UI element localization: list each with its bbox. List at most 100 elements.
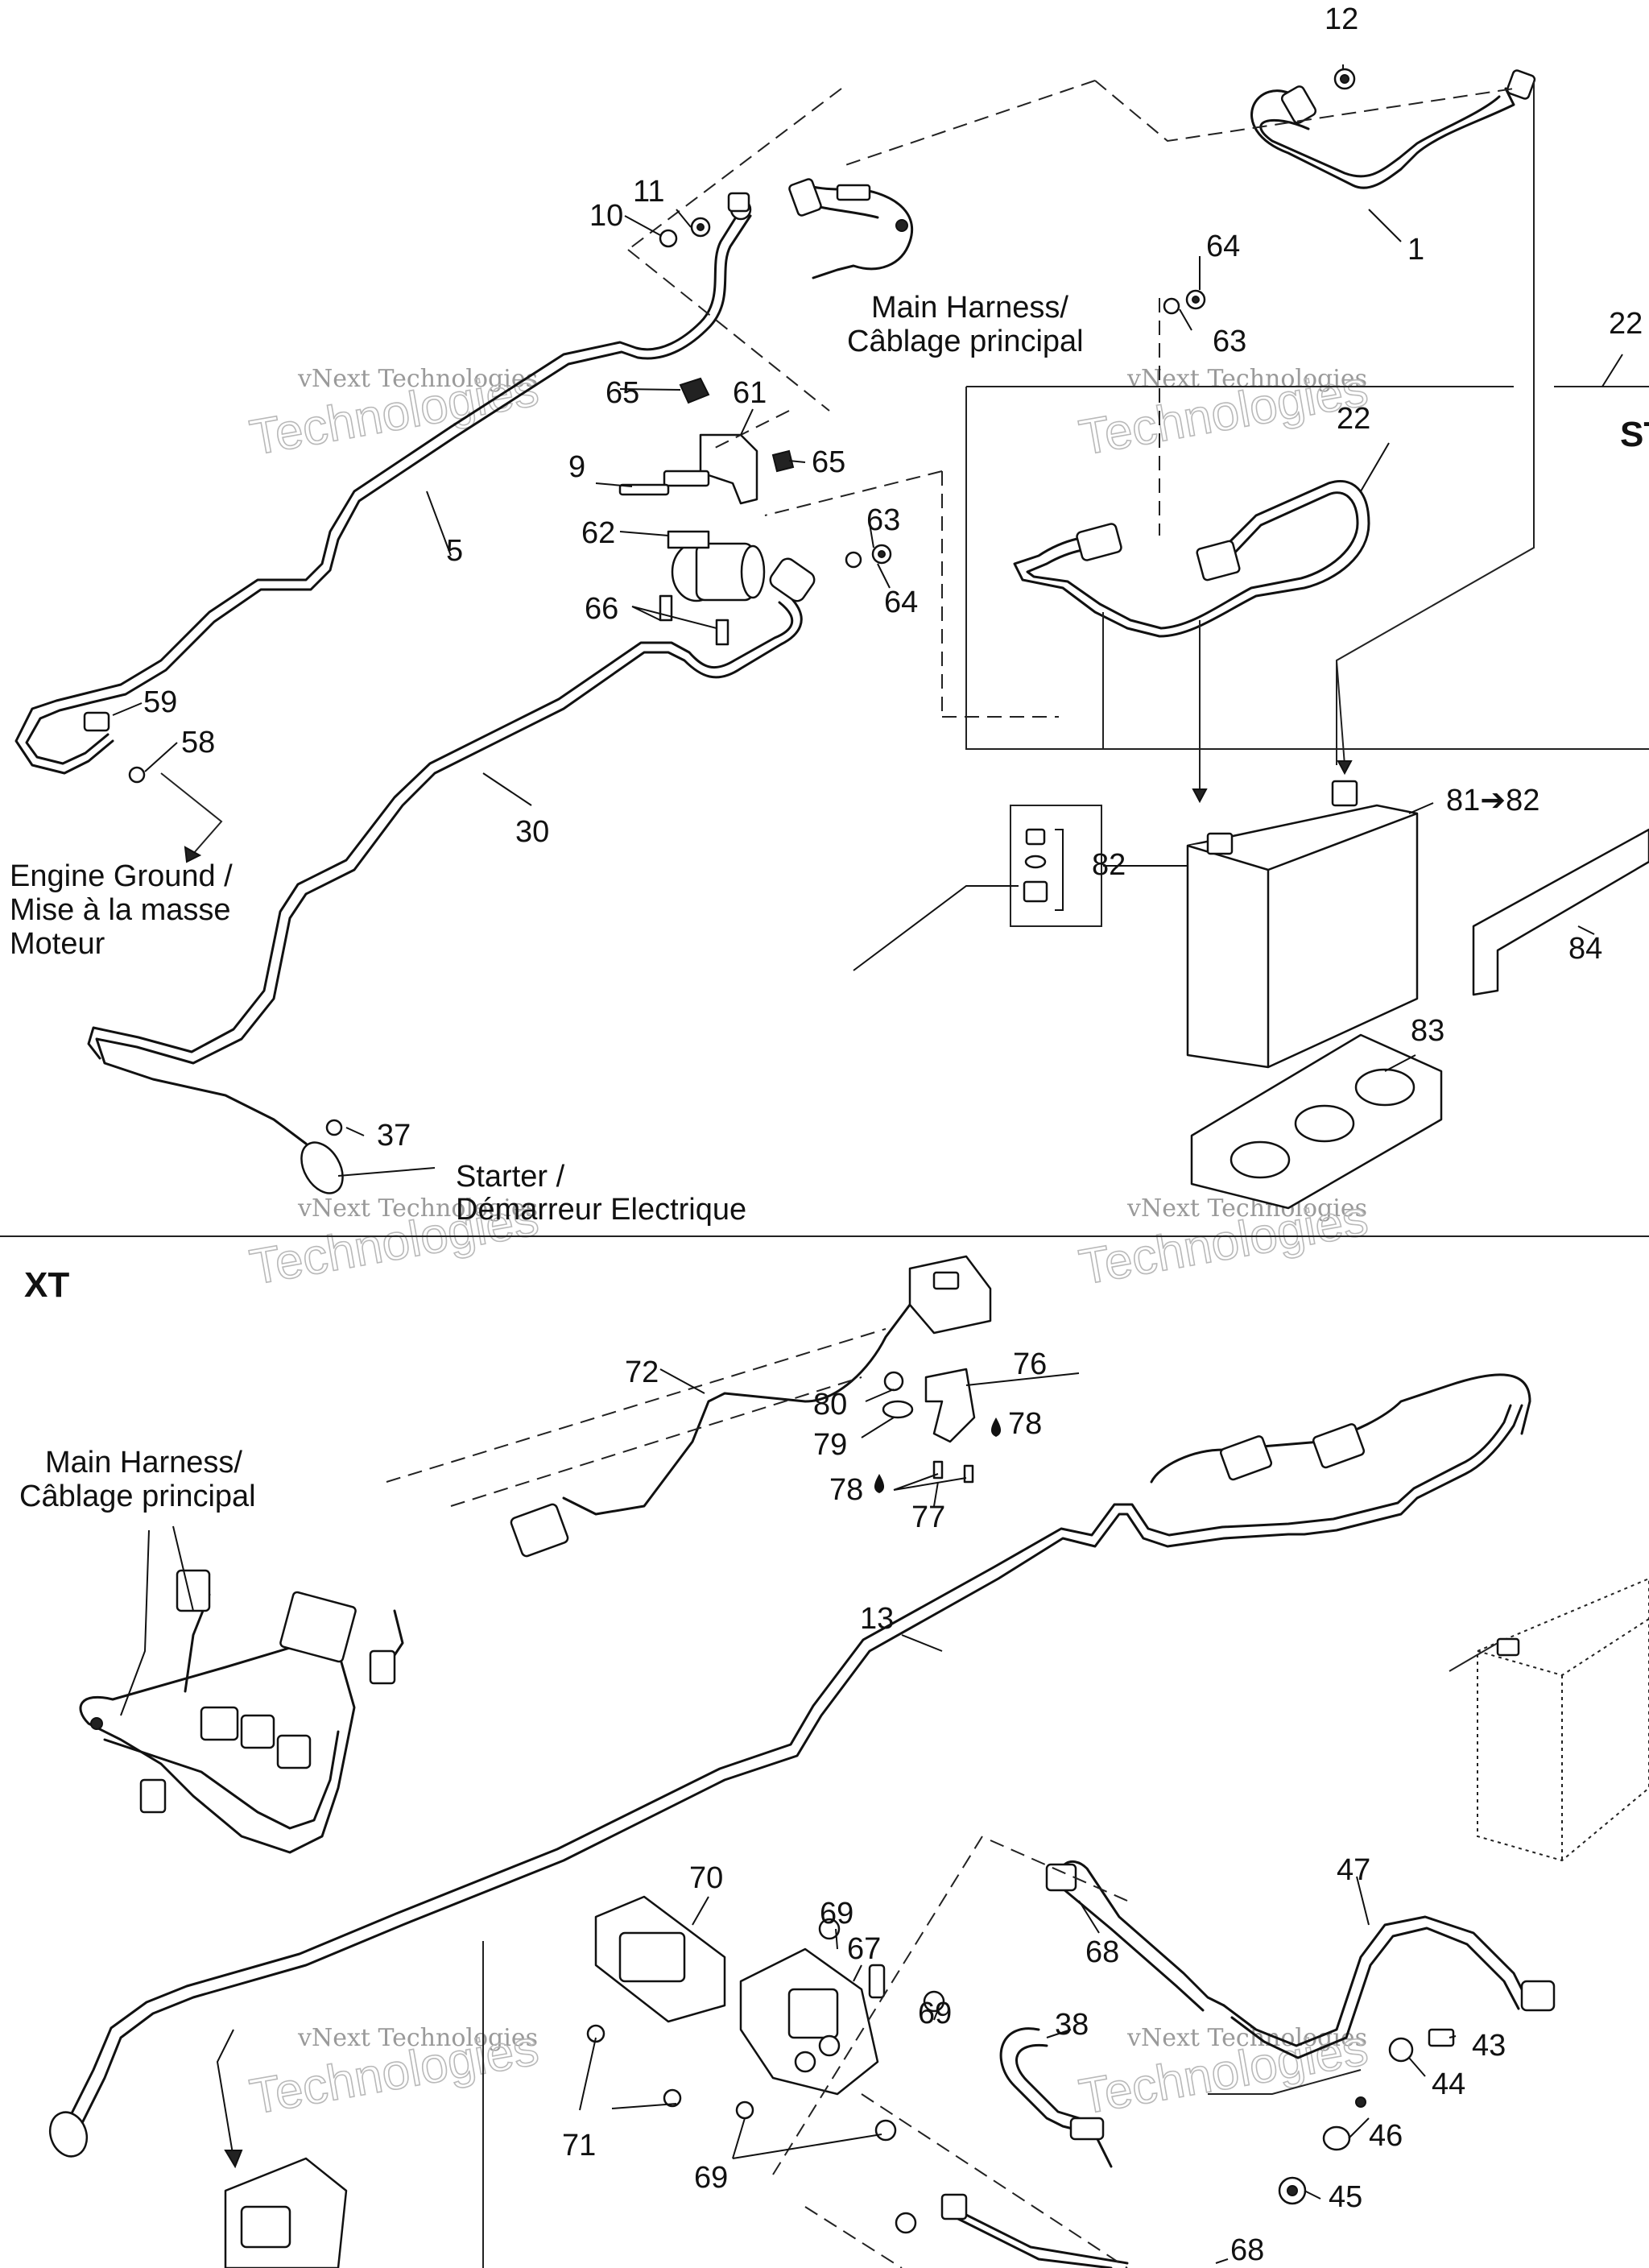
callout: 82 xyxy=(1092,848,1126,882)
callout: 43 xyxy=(1472,2029,1506,2063)
watermark-line1: vNext Technologies xyxy=(297,365,538,393)
cable-22 xyxy=(1013,480,1370,638)
caption-starter: Starter / Démarreur Electrique xyxy=(456,1160,746,1227)
callout: 71 xyxy=(562,2129,596,2162)
callout: 11 xyxy=(633,175,664,209)
cable-1 xyxy=(1250,69,1536,189)
callout: 37 xyxy=(377,1119,411,1153)
main-harness-top-branch xyxy=(788,178,914,279)
cable-68 xyxy=(1045,1860,1225,2012)
caption-line: Démarreur Electrique xyxy=(456,1193,746,1227)
bracket-76 xyxy=(882,1368,976,1484)
battery-tray-83 xyxy=(1190,1033,1443,1210)
callout: 65 xyxy=(605,376,639,410)
callout: 76 xyxy=(1013,1347,1047,1381)
callout: 65 xyxy=(812,445,845,479)
caption-line: Mise à la masse xyxy=(10,893,231,927)
callout: 1 xyxy=(1407,233,1424,267)
watermark-line1: vNext Technologies xyxy=(297,2024,538,2052)
callout: 30 xyxy=(515,815,549,849)
callout: 79 xyxy=(813,1428,847,1462)
callout: 78 xyxy=(1008,1407,1042,1441)
callout: 78 xyxy=(829,1473,863,1507)
watermark-4: vNext Technologies Technologies xyxy=(1075,1190,1373,1296)
main-harness-xt xyxy=(79,1569,404,1854)
caption-line: Câblage principal xyxy=(19,1480,256,1513)
watermark-line1: vNext Technologies xyxy=(297,1194,538,1223)
callout: 22 xyxy=(1337,402,1370,436)
callout: 70 xyxy=(689,1861,723,1895)
hardware-43-46 xyxy=(1278,2028,1455,2205)
callout: 46 xyxy=(1369,2119,1403,2153)
thread-lock-icon xyxy=(874,1418,1002,1493)
callout: 80 xyxy=(813,1388,847,1422)
cable-13 xyxy=(48,1373,1531,2158)
cable-38 xyxy=(999,2027,1113,2168)
callouts: 12 11 10 1 64 63 22 22 65 61 9 65 62 63 … xyxy=(143,2,1643,2267)
solenoid-assembly xyxy=(618,377,795,646)
relay-assembly-xt xyxy=(586,1895,945,2234)
callout: 83 xyxy=(1411,1014,1444,1048)
ecu-xt xyxy=(224,2157,348,2268)
callout: 68 xyxy=(1230,2233,1264,2267)
callout: 62 xyxy=(581,516,615,550)
caption-line: Starter / xyxy=(456,1160,565,1194)
callout: 77 xyxy=(911,1500,945,1534)
section-label-xt: XT xyxy=(24,1265,69,1305)
cable-68-lower xyxy=(940,2193,1129,2268)
battery-st xyxy=(1186,780,1419,1069)
callout: 10 xyxy=(589,199,623,233)
hardware-box-82 xyxy=(1010,805,1102,927)
caption-main-harness-xt: Main Harness/ Câblage principal xyxy=(19,1446,256,1513)
watermark-line1: vNext Technologies xyxy=(1126,365,1367,393)
reference-lines-bottom xyxy=(386,1328,1498,2268)
callout: 38 xyxy=(1055,2008,1089,2042)
cable-30 xyxy=(87,557,816,1194)
caption-line: Main Harness/ xyxy=(45,1446,242,1480)
watermark-2: vNext Technologies Technologies xyxy=(1075,360,1373,466)
cable-47 xyxy=(1222,1915,1556,2059)
watermark-5: vNext Technologies Technologies xyxy=(246,2019,543,2125)
callout: 13 xyxy=(860,1602,894,1636)
callout: 47 xyxy=(1337,1853,1370,1887)
callout: 66 xyxy=(585,592,618,626)
callout: 9 xyxy=(568,450,585,484)
callout: 64 xyxy=(1206,230,1240,263)
callout: 69 xyxy=(918,1997,952,2030)
caption-main-harness-top: Main Harness/ Câblage principal xyxy=(847,291,1084,358)
leader-lines xyxy=(112,64,1623,2264)
callout: 61 xyxy=(733,376,767,410)
caption-line: Câblage principal xyxy=(847,325,1084,358)
caption-line: Main Harness/ xyxy=(871,291,1068,325)
callout: 12 xyxy=(1325,2,1358,36)
callout: 63 xyxy=(866,503,900,537)
caption-engine-ground: Engine Ground / Mise à la masse Moteur xyxy=(10,859,233,961)
callout: 5 xyxy=(446,534,463,568)
callout: 22 xyxy=(1609,307,1643,341)
callout: 69 xyxy=(820,1897,853,1931)
watermark-1: vNext Technologies Technologies xyxy=(246,360,543,466)
callout: 68 xyxy=(1085,1935,1119,1969)
caption-line: Engine Ground / xyxy=(10,859,233,893)
cable-72 xyxy=(510,1255,992,1558)
caption-line: Moteur xyxy=(10,927,105,961)
callout: 58 xyxy=(181,726,215,759)
reference-lines-top xyxy=(160,80,1649,863)
callout: 64 xyxy=(884,586,918,619)
section-label-st: ST xyxy=(1620,415,1649,454)
callout: 84 xyxy=(1568,932,1602,966)
callout: 81➔82 xyxy=(1446,784,1539,817)
watermark-line1: vNext Technologies xyxy=(1126,1194,1367,1223)
watermark-6: vNext Technologies Technologies xyxy=(1075,2019,1373,2125)
fasteners-top xyxy=(83,68,1356,1136)
callout: 63 xyxy=(1213,325,1246,358)
callout: 45 xyxy=(1329,2180,1362,2214)
callout: 67 xyxy=(847,1932,881,1966)
callout: 69 xyxy=(694,2161,728,2195)
cable-5 xyxy=(14,192,752,775)
battery-xt xyxy=(1477,1577,1649,1862)
callout: 59 xyxy=(143,685,177,719)
callout: 44 xyxy=(1432,2067,1465,2101)
battery-strap-84 xyxy=(1472,828,1649,996)
